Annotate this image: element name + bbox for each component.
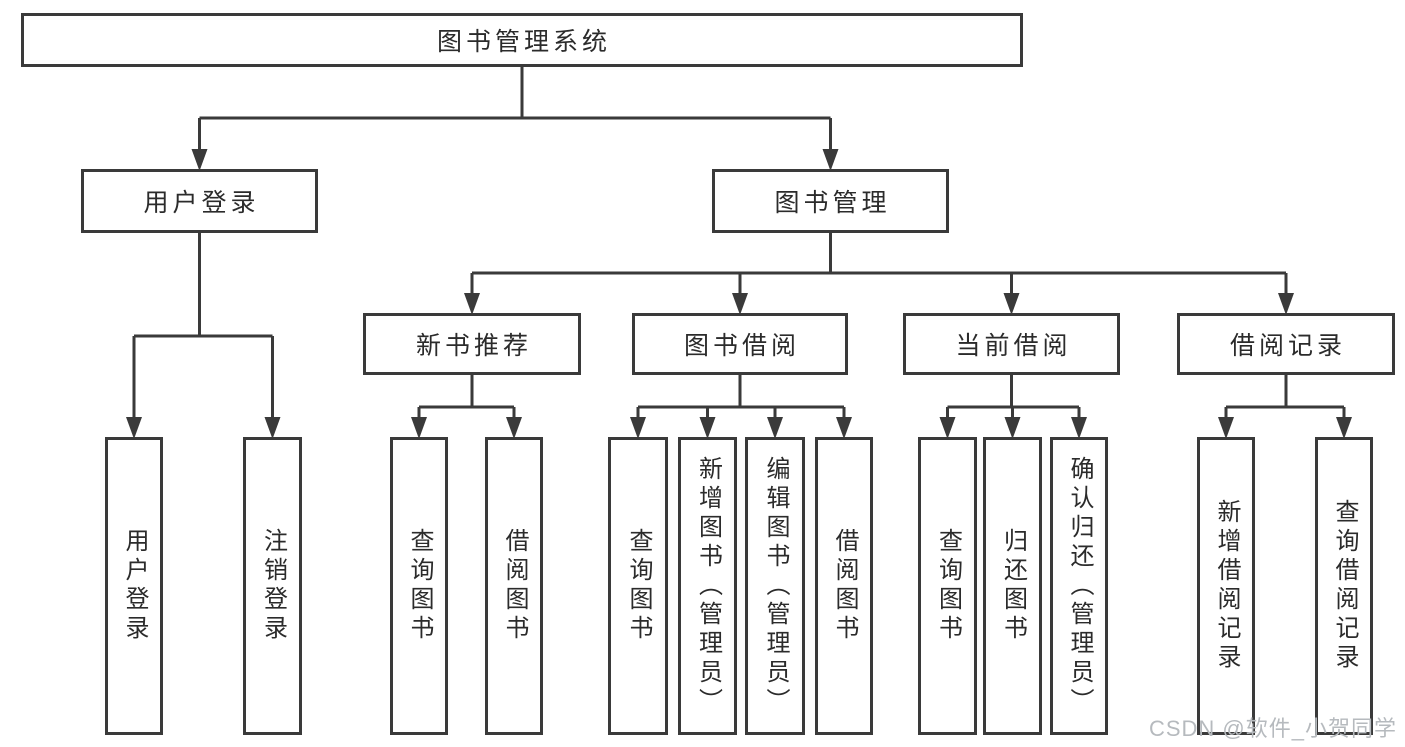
arrow-icon (732, 293, 748, 315)
node-library-management-system: 图书管理系统 (21, 13, 1023, 67)
arrow-icon (630, 417, 646, 439)
arrow-icon (126, 417, 142, 439)
node-edit-book-admin: 编辑图书（管理员） (745, 437, 805, 735)
node-query-books-recommend: 查询图书 (390, 437, 448, 735)
node-label: 图书借阅 (683, 332, 800, 360)
node-logout: 注销登录 (243, 437, 302, 735)
watermark: CSDN @软件_小贺同学 (1148, 716, 1397, 741)
node-label: 新书推荐 (415, 332, 532, 360)
node-book-management: 图书管理 (712, 169, 949, 233)
node-label: 编辑图书（管理员） (762, 455, 789, 717)
node-label: 注销登录 (259, 528, 287, 644)
arrow-icon (1336, 417, 1352, 439)
arrow-icon (699, 417, 716, 439)
node-new-book-recommendation: 新书推荐 (363, 313, 581, 375)
arrow-icon (939, 417, 956, 439)
node-label: 确认归还（管理员） (1066, 455, 1093, 717)
node-borrow-books: 借阅图书 (815, 437, 873, 735)
node-label: 借阅记录 (1229, 332, 1346, 360)
node-label: 借阅图书 (501, 528, 528, 644)
node-label: 图书管理 (774, 189, 891, 217)
arrow-icon (1003, 293, 1020, 315)
node-label: 用户登录 (121, 528, 148, 644)
node-query-books-current: 查询图书 (918, 437, 977, 735)
arrow-icon (1218, 417, 1234, 439)
arrow-icon (506, 417, 522, 439)
arrow-icon (822, 149, 839, 171)
node-return-books: 归还图书 (983, 437, 1042, 735)
arrow-icon (464, 293, 480, 315)
arrow-icon (264, 417, 281, 439)
node-label: 当前借阅 (955, 332, 1072, 360)
node-label: 查询图书 (934, 528, 962, 644)
node-label: 查询图书 (406, 528, 433, 644)
node-borrow-books-recommend: 借阅图书 (485, 437, 543, 735)
node-label: 借阅图书 (831, 528, 858, 644)
node-label: 新增图书（管理员） (694, 455, 722, 717)
node-query-borrow-record: 查询借阅记录 (1315, 437, 1373, 735)
node-label: 新增借阅记录 (1213, 499, 1240, 673)
node-label: 查询借阅记录 (1331, 499, 1358, 673)
node-book-borrowing: 图书借阅 (632, 313, 848, 375)
node-label: 用户登录 (143, 189, 260, 217)
node-user-login: 用户登录 (81, 169, 318, 233)
arrow-icon (1004, 417, 1021, 439)
node-label: 归还图书 (999, 528, 1027, 644)
arrow-icon (767, 417, 783, 439)
node-add-book-admin: 新增图书（管理员） (678, 437, 737, 735)
node-user-login-leaf: 用户登录 (105, 437, 163, 735)
node-current-borrowing: 当前借阅 (903, 313, 1120, 375)
node-label: 图书管理系统 (436, 28, 611, 56)
arrow-icon (191, 149, 208, 171)
arrow-icon (411, 417, 427, 439)
node-label: 查询图书 (625, 528, 652, 644)
node-query-books-borrow: 查询图书 (608, 437, 668, 735)
node-borrowing-records: 借阅记录 (1177, 313, 1395, 375)
arrow-icon (836, 417, 852, 439)
node-add-borrow-record: 新增借阅记录 (1197, 437, 1255, 735)
arrow-icon (1071, 417, 1087, 439)
node-confirm-return-admin: 确认归还（管理员） (1050, 437, 1108, 735)
arrow-icon (1278, 293, 1294, 315)
